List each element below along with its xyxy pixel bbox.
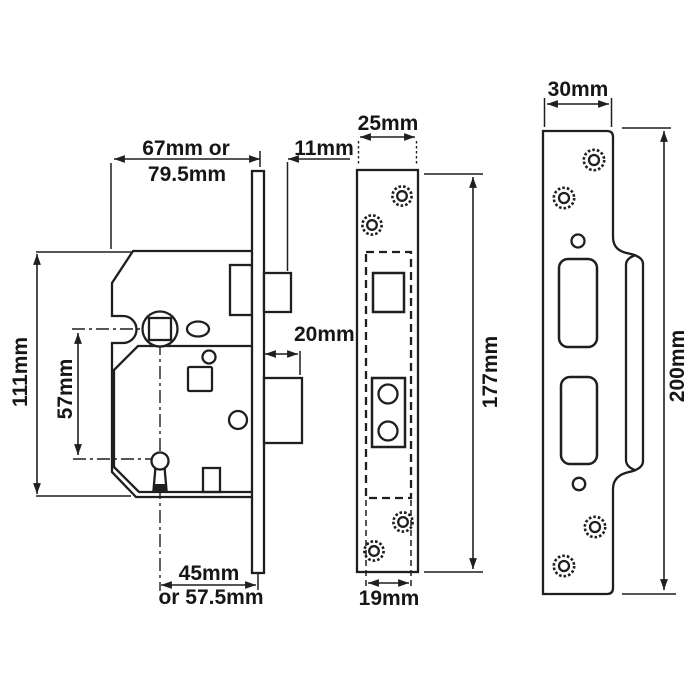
forend-height-label: 177mm (479, 336, 502, 408)
case-outline-hidden (364, 250, 413, 500)
forend-width-label: 25mm (358, 112, 419, 135)
deadbolt-pin-hole (377, 420, 399, 442)
strike-height-label: 200mm (666, 330, 689, 402)
dim-bolt-throw: 20mm (264, 323, 355, 375)
mechanism-square (186, 365, 214, 393)
slot-oval (185, 320, 211, 338)
dim-forend-inner-width: 19mm (359, 500, 420, 610)
deadbolt (262, 376, 304, 445)
case-height-label: 111mm (9, 337, 32, 407)
case-width-label: 67mm or (142, 137, 230, 160)
dim-case-height: 111mm (9, 251, 131, 497)
strike-plate-outline (541, 129, 645, 596)
faceplate-view: 25mm 19mm 177mm (355, 112, 502, 610)
lock-case-inner-edge (112, 344, 252, 494)
lock-case-outline (110, 249, 252, 499)
dim-forend-width: 25mm (358, 112, 419, 166)
strike-lip-inner-edge (624, 253, 637, 472)
small-hole (201, 349, 217, 365)
screw-hole (582, 148, 606, 172)
dim-backset: 45mm or 57.5mm (158, 562, 263, 609)
lock-body-view: 67mm or 79.5mm 11mm 111mm 57mm 20mm (9, 137, 355, 609)
screw-hole (361, 214, 383, 236)
deadbolt-pin-hole (377, 383, 399, 405)
spindle-square-hole (147, 316, 173, 342)
dim-strike-width: 30mm (543, 78, 613, 127)
backset-alt-label: or 57.5mm (158, 586, 263, 609)
deadbolt-strike-opening (559, 375, 599, 466)
faceplate-offset-label: 11mm (294, 137, 354, 160)
spindle-hub (141, 310, 179, 348)
keyhole-stem-tip (154, 484, 166, 490)
latch-bolt (262, 271, 293, 314)
screw-hole (583, 515, 607, 539)
dim-forend-height: 177mm (424, 173, 502, 573)
screw-hole (363, 540, 385, 562)
dim-case-width: 67mm or 79.5mm (110, 137, 261, 249)
bolt-throw-label: 20mm (294, 323, 355, 346)
strike-width-label: 30mm (548, 78, 609, 101)
latch-strike-opening (557, 257, 599, 349)
pilot-hole (570, 233, 586, 249)
backset-label: 45mm (179, 562, 240, 585)
keyhole (150, 451, 170, 471)
pilot-hole (571, 476, 587, 492)
screw-hole (552, 186, 576, 210)
dim-spindle-to-keyhole: 57mm (54, 332, 82, 456)
strike-plate-view: 30mm 200mm (541, 78, 689, 596)
forend-plate (355, 168, 420, 574)
faceplate-side (250, 169, 266, 575)
bottom-slot (201, 466, 222, 494)
screw-hole (552, 554, 576, 578)
dim-faceplate-offset: 11mm (286, 137, 354, 271)
fixing-hole (227, 409, 249, 431)
spindle-to-keyhole-label: 57mm (54, 359, 77, 420)
screw-hole (392, 511, 414, 533)
deadbolt-face (370, 376, 407, 449)
case-width-alt-label: 79.5mm (148, 163, 226, 186)
latch-opening (371, 271, 406, 314)
screw-hole (391, 185, 413, 207)
dim-strike-height: 200mm (622, 127, 689, 595)
latch-bolt-tail (228, 263, 254, 317)
forend-inner-width-label: 19mm (359, 587, 420, 610)
